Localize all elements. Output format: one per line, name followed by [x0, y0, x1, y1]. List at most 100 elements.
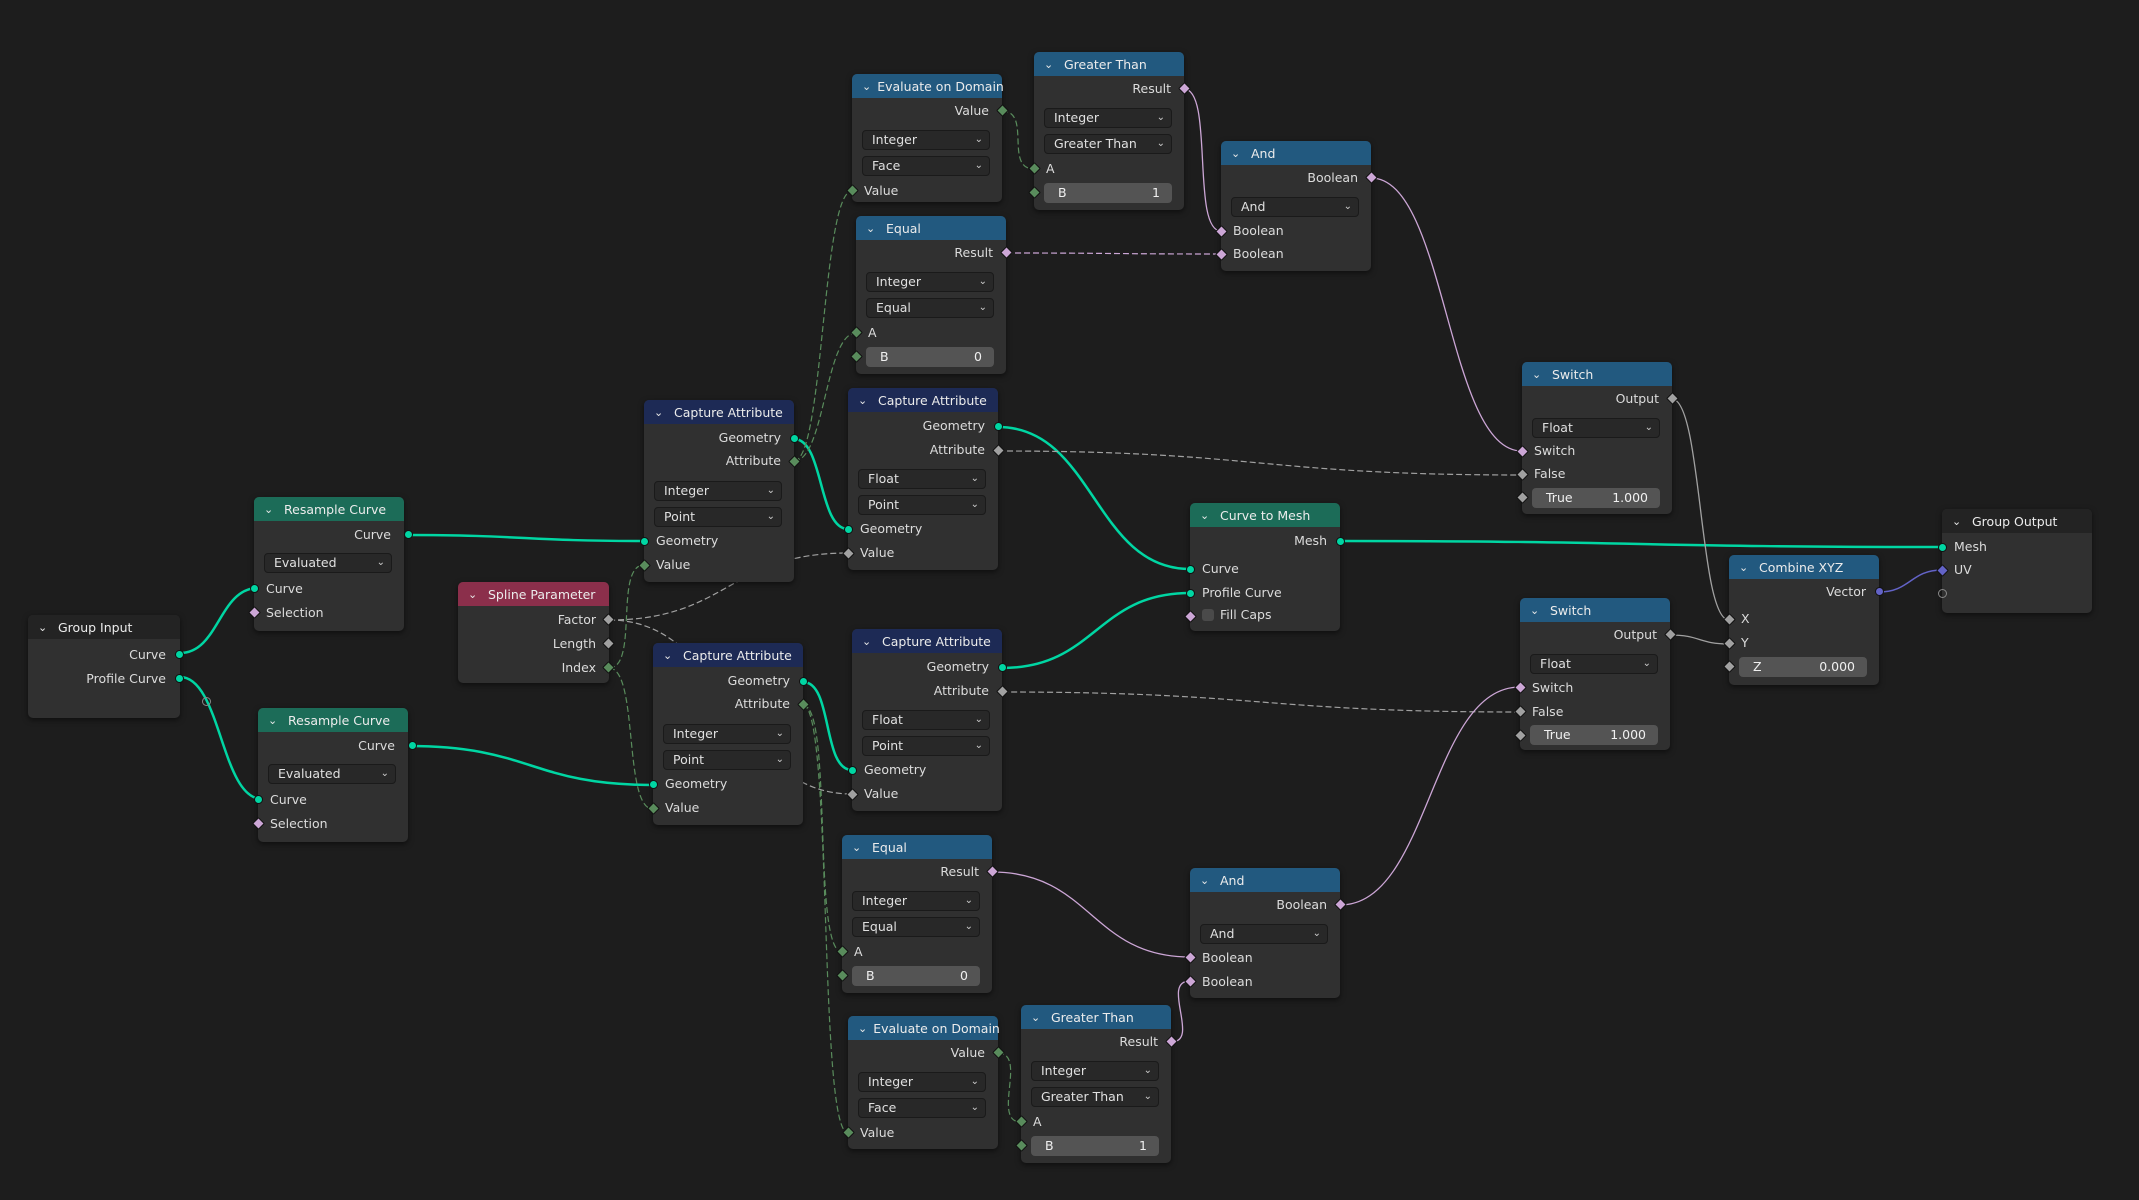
node-header[interactable]: ⌄Resample Curve — [254, 497, 404, 521]
input-socket-switch[interactable] — [1516, 445, 1529, 458]
chevron-down-icon[interactable]: ⌄ — [1044, 57, 1054, 71]
domain-dropdown[interactable]: Point⌄ — [862, 736, 990, 756]
chevron-down-icon[interactable]: ⌄ — [1532, 367, 1542, 381]
output-socket-attribute[interactable] — [996, 685, 1009, 698]
node-link[interactable] — [1878, 569, 1943, 593]
chevron-down-icon[interactable]: ⌄ — [866, 221, 876, 235]
data-type-dropdown[interactable]: Integer⌄ — [1031, 1061, 1159, 1081]
node-group-input[interactable]: ⌄Group Input Curve Profile Curve — [28, 615, 211, 718]
node-link[interactable] — [1183, 88, 1222, 232]
data-type-dropdown[interactable]: Integer⌄ — [866, 272, 994, 292]
node-link[interactable] — [1005, 252, 1222, 255]
domain-dropdown[interactable]: Point⌄ — [654, 507, 782, 527]
input-socket-selection[interactable] — [248, 606, 261, 619]
node-capture-attribute-1[interactable]: ⌄Capture Attribute Geometry Attribute In… — [638, 400, 801, 582]
input-socket-curve[interactable] — [254, 795, 263, 804]
input-socket-mesh[interactable] — [1938, 543, 1947, 552]
chevron-down-icon[interactable]: ⌄ — [1231, 146, 1241, 160]
input-socket-curve[interactable] — [250, 584, 259, 593]
node-link[interactable] — [991, 871, 1191, 958]
input-socket-empty[interactable] — [1938, 589, 1947, 598]
chevron-down-icon[interactable]: ⌄ — [654, 405, 664, 419]
node-evaluate-on-domain-1[interactable]: ⌄Evaluate on Domain Value Integer⌄ Face⌄… — [846, 74, 1009, 202]
output-socket-value[interactable] — [996, 104, 1009, 117]
domain-dropdown[interactable]: Point⌄ — [858, 495, 986, 515]
chevron-down-icon[interactable]: ⌄ — [862, 634, 872, 648]
input-socket-boolean-1[interactable] — [1184, 951, 1197, 964]
node-capture-attribute-2[interactable]: ⌄Capture Attribute Geometry Attribute In… — [647, 643, 810, 825]
input-socket-true[interactable] — [1516, 491, 1529, 504]
input-socket-value[interactable] — [638, 559, 651, 572]
node-link[interactable] — [608, 667, 654, 810]
chevron-down-icon[interactable]: ⌄ — [1031, 1010, 1041, 1024]
output-socket-output[interactable] — [1666, 392, 1679, 405]
output-socket-output[interactable] — [1664, 628, 1677, 641]
operation-dropdown[interactable]: And⌄ — [1231, 197, 1359, 217]
chevron-down-icon[interactable]: ⌄ — [1200, 508, 1210, 522]
node-evaluate-on-domain-2[interactable]: ⌄Evaluate on Domain Value Integer⌄ Face⌄… — [842, 1016, 1005, 1149]
data-type-dropdown[interactable]: Integer⌄ — [858, 1072, 986, 1092]
input-socket-b[interactable] — [1015, 1139, 1028, 1152]
node-link[interactable] — [1001, 591, 1191, 670]
input-socket-a[interactable] — [1028, 162, 1041, 175]
operation-dropdown[interactable]: Equal⌄ — [852, 917, 980, 937]
node-link[interactable] — [1370, 177, 1523, 452]
node-group-output[interactable]: ⌄Group Output Mesh UV — [1936, 509, 2092, 613]
node-link[interactable] — [802, 680, 853, 772]
chevron-down-icon[interactable]: ⌄ — [468, 587, 478, 601]
node-header[interactable]: ⌄Switch — [1520, 598, 1670, 622]
input-socket-geometry[interactable] — [640, 537, 649, 546]
node-link[interactable] — [1001, 110, 1035, 170]
input-socket-a[interactable] — [1015, 1115, 1028, 1128]
input-socket-geometry[interactable] — [649, 780, 658, 789]
output-socket-attribute[interactable] — [788, 455, 801, 468]
node-header[interactable]: ⌄Combine XYZ — [1729, 555, 1879, 579]
node-greater-than-2[interactable]: ⌄Greater Than Result Integer⌄ Greater Th… — [1015, 1005, 1178, 1163]
chevron-down-icon[interactable]: ⌄ — [1530, 603, 1540, 617]
operation-dropdown[interactable]: And⌄ — [1200, 924, 1328, 944]
operation-dropdown[interactable]: Equal⌄ — [866, 298, 994, 318]
chevron-down-icon[interactable]: ⌄ — [663, 648, 673, 662]
chevron-down-icon[interactable]: ⌄ — [862, 79, 872, 93]
node-link[interactable] — [1669, 634, 1730, 645]
output-socket-curve[interactable] — [404, 530, 413, 539]
input-socket-switch[interactable] — [1514, 681, 1527, 694]
chevron-down-icon[interactable]: ⌄ — [852, 840, 862, 854]
chevron-down-icon[interactable]: ⌄ — [268, 713, 278, 727]
input-socket-false[interactable] — [1516, 468, 1529, 481]
node-header[interactable]: ⌄Capture Attribute — [848, 388, 998, 412]
node-header[interactable]: ⌄And — [1221, 141, 1371, 165]
output-socket-geometry[interactable] — [790, 434, 799, 443]
node-header[interactable]: ⌄And — [1190, 868, 1340, 892]
node-link[interactable] — [997, 425, 1191, 571]
node-header[interactable]: ⌄Equal — [842, 835, 992, 859]
node-header[interactable]: ⌄Evaluate on Domain — [848, 1016, 1000, 1040]
output-socket-result[interactable] — [1165, 1035, 1178, 1048]
node-link[interactable] — [997, 1052, 1022, 1123]
data-type-dropdown[interactable]: Float⌄ — [1530, 654, 1658, 674]
input-socket-false[interactable] — [1514, 705, 1527, 718]
output-socket-empty[interactable] — [202, 697, 211, 706]
node-link[interactable] — [802, 704, 843, 953]
input-socket-a[interactable] — [836, 945, 849, 958]
output-socket-curve[interactable] — [175, 650, 184, 659]
data-type-dropdown[interactable]: Integer⌄ — [663, 724, 791, 744]
node-header[interactable]: ⌄Resample Curve — [258, 708, 408, 732]
input-socket-value[interactable] — [842, 547, 855, 560]
input-socket-y[interactable] — [1723, 637, 1736, 650]
node-header[interactable]: ⌄Capture Attribute — [653, 643, 803, 667]
node-header[interactable]: ⌄Curve to Mesh — [1190, 503, 1340, 527]
node-link[interactable] — [404, 533, 645, 543]
node-resample-curve-2[interactable]: ⌄Resample Curve Curve Evaluated⌄ Curve S… — [252, 708, 417, 842]
output-socket-boolean[interactable] — [1334, 898, 1347, 911]
domain-dropdown[interactable]: Point⌄ — [663, 750, 791, 770]
input-socket-value[interactable] — [842, 1126, 855, 1139]
output-socket-result[interactable] — [1178, 82, 1191, 95]
input-socket-x[interactable] — [1723, 613, 1736, 626]
